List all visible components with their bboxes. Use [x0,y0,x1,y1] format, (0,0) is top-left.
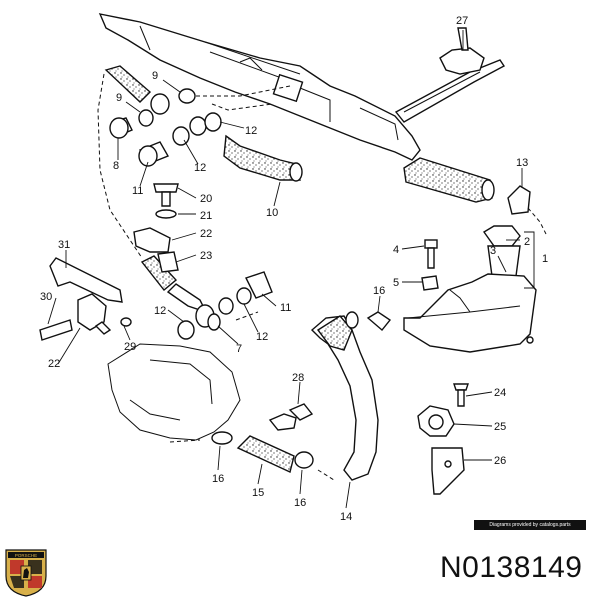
part-10-hose [403,157,495,203]
callout-12-lower-right: 12 [256,331,268,343]
callout-16-lower-left: 16 [212,473,224,485]
callout-13: 13 [516,157,528,169]
part-13-clamp [507,185,531,215]
callout-9-lower: 9 [116,92,122,104]
logo-wordmark: PORSCHE [15,553,37,558]
callout-26: 26 [494,455,506,467]
callout-11-upper: 11 [132,185,143,197]
porsche-crest-logo: PORSCHE [5,549,47,597]
callout-12-lower-left: 12 [154,305,166,317]
leader-lines [47,30,523,509]
callout-3: 3 [490,245,496,257]
callout-22-lower: 22 [48,358,60,370]
callout-12-upper-right: 12 [245,125,257,137]
callout-16-right: 16 [373,285,385,297]
reservoir [403,225,537,353]
part-14-hose [310,311,379,481]
callout-9-upper: 9 [152,70,158,82]
callout-4: 4 [393,244,399,256]
lower-hose-group [211,311,392,473]
callout-24: 24 [494,387,506,399]
diagram-credit: Diagrams provided by catalogs.parts [474,520,586,530]
callout-22-upper: 22 [200,228,212,240]
part-27-bracket [394,27,506,123]
callout-7: 7 [236,343,242,355]
callout-2: 2 [524,236,530,248]
callout-31: 31 [58,239,70,251]
callout-20: 20 [200,193,212,205]
callout-11-lower: 11 [280,302,291,314]
bracket-31 [39,257,132,341]
callout-16-lower-right: 16 [294,497,306,509]
callout-30: 30 [40,291,52,303]
callout-28: 28 [292,372,304,384]
callout-12-upper-mid: 12 [194,162,206,174]
right-clamp-group [417,383,469,495]
callout-14: 14 [340,511,352,523]
callout-10: 10 [266,207,278,219]
callout-29: 29 [124,341,136,353]
pump-housing [107,343,241,441]
callout-23: 23 [200,250,212,262]
callout-labels: 27 9 9 12 8 12 11 20 21 22 23 10 13 2 3 … [40,15,548,523]
callout-15: 15 [252,487,264,499]
callout-1: 1 [542,253,548,265]
upper-left-hose-group [104,65,303,182]
callout-27: 27 [456,15,468,27]
callout-25: 25 [494,421,506,433]
steering-rack [98,13,421,161]
callout-5: 5 [393,277,399,289]
lower-left-hose-group [133,183,273,340]
callout-21: 21 [200,210,212,222]
callout-8: 8 [113,160,119,172]
part-number: N0138149 [440,551,583,584]
routing-lines [97,73,547,481]
